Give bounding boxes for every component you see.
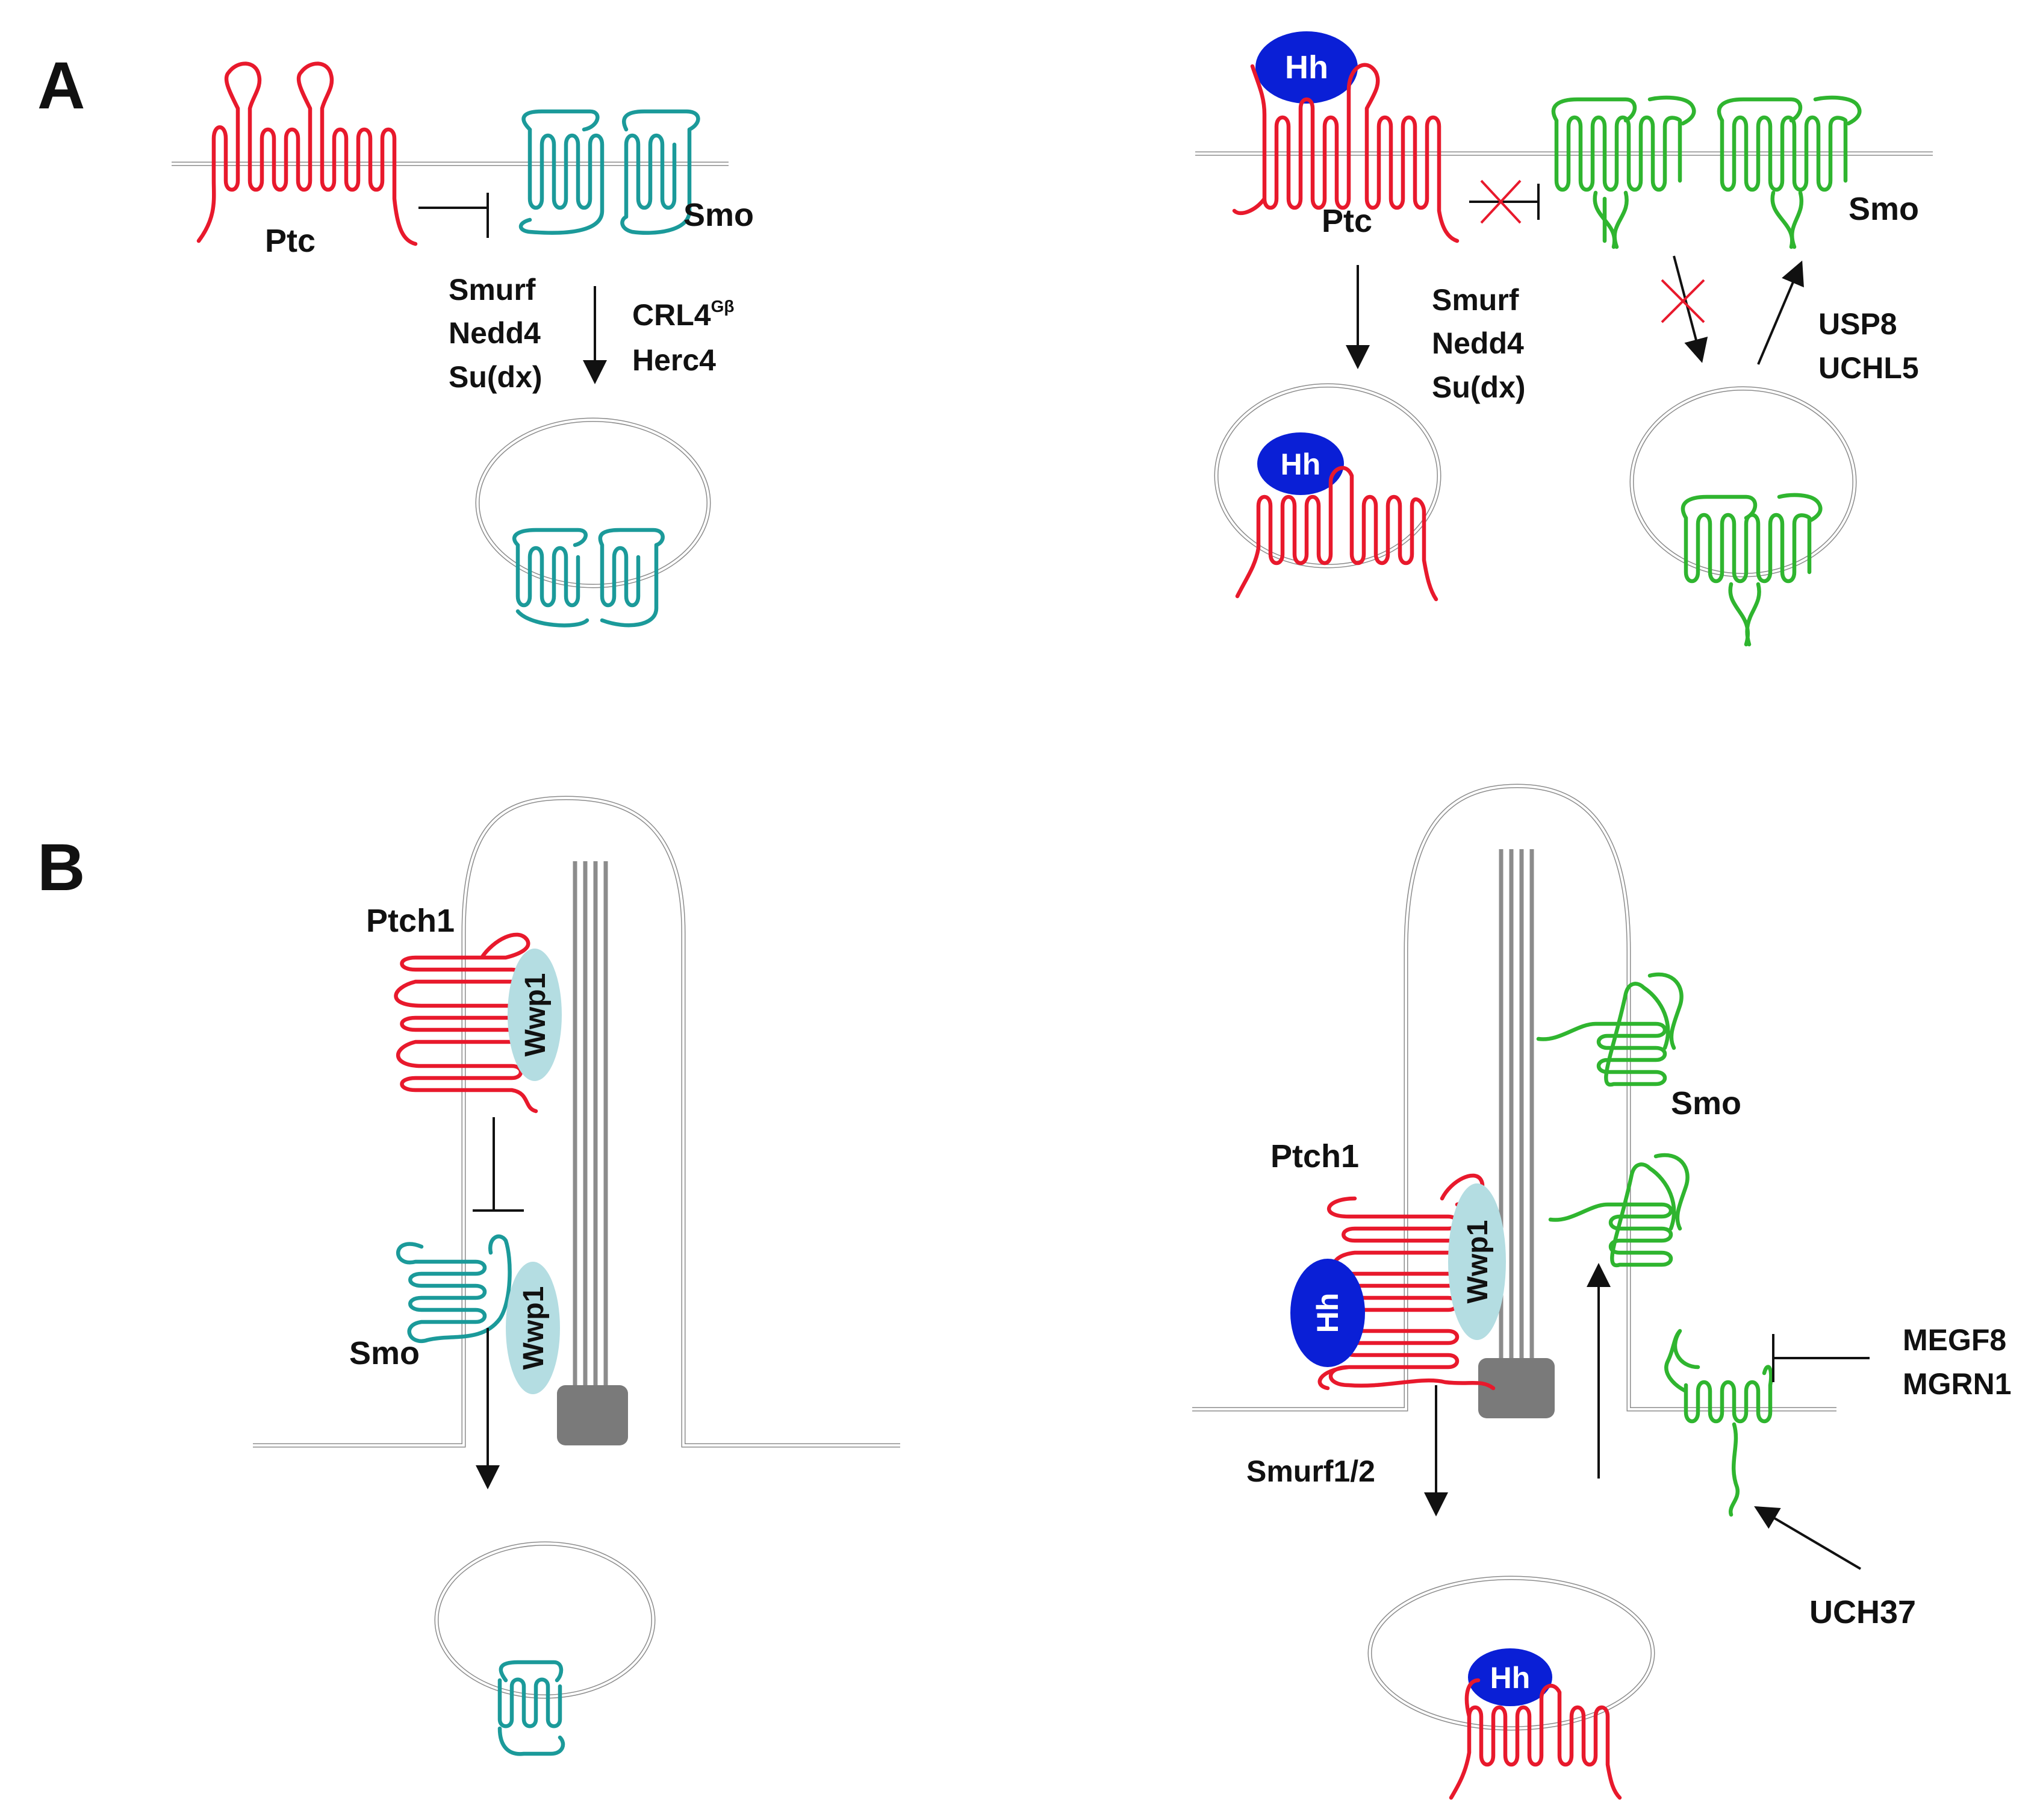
primary-cilium-left — [253, 796, 900, 1448]
endocytic-vesicle — [434, 1541, 656, 1699]
ptch1-label: Ptch1 — [366, 903, 455, 939]
endocytic-vesicle — [1367, 1575, 1655, 1731]
panel-b-letter: B — [37, 831, 85, 905]
hh-label: Hh — [1311, 1293, 1345, 1333]
ptc-label: Ptc — [265, 223, 316, 259]
smo-active-protein — [1717, 95, 1862, 249]
wwp1-label: Wwp1 — [520, 973, 552, 1057]
ptc-protein — [1232, 63, 1460, 243]
hh-label: Hh — [1285, 49, 1328, 86]
smo-active-protein — [1664, 1329, 1773, 1517]
endocytic-vesicle — [475, 417, 711, 588]
endocytic-vesicle — [1629, 386, 1857, 578]
inhibition-arrow — [473, 1117, 524, 1212]
smo-active-protein — [1536, 972, 1684, 1087]
wwp1-label: Wwp1 — [1462, 1220, 1494, 1304]
wwp1-label: Wwp1 — [518, 1286, 550, 1370]
e3-ligase-herc4: Herc4 — [632, 343, 716, 377]
hh-ligand — [1255, 31, 1358, 104]
uch37-arrow — [1754, 1506, 1862, 1570]
wwp1-ligase — [1448, 1183, 1506, 1340]
basal-body — [557, 1385, 628, 1445]
inhibitor-mgrn1: MGRN1 — [1903, 1367, 2012, 1401]
hh-label: Hh — [1490, 1661, 1531, 1695]
inhibitor-megf8: MEGF8 — [1903, 1323, 2006, 1357]
blocked-smo-endocytosis — [1661, 255, 1708, 363]
dub-usp8: USP8 — [1818, 307, 1897, 341]
hh-ligand — [1468, 1648, 1552, 1706]
endocytic-vesicle — [1214, 383, 1441, 569]
dub-uchl5: UCHL5 — [1818, 351, 1919, 385]
wwp1-ligase — [508, 949, 562, 1081]
e3-ligase-sudx: Su(dx) — [1432, 370, 1526, 404]
inhibition-arrow — [1772, 1334, 1870, 1382]
e3-ligase-crl4: CRL4Gβ — [632, 297, 734, 332]
ptc-label: Ptc — [1322, 203, 1372, 239]
smo-label: Smo — [683, 197, 754, 233]
wwp1-ligase — [506, 1262, 560, 1394]
ptch1-internalized — [1449, 1678, 1622, 1800]
smo-internalized — [497, 1660, 565, 1756]
e3-ligase-nedd4: Nedd4 — [1432, 326, 1524, 360]
smurf-label: Smurf1/2 — [1246, 1454, 1375, 1488]
smo-active-protein — [1551, 95, 1696, 249]
e3-ligase-smurf: Smurf — [449, 273, 536, 307]
smo-label: Smo — [349, 1335, 420, 1371]
blocked-inhibition — [1469, 179, 1540, 224]
smo-active-protein — [1548, 1153, 1690, 1268]
basal-body — [1478, 1358, 1555, 1418]
ptch1-label: Ptch1 — [1270, 1138, 1359, 1174]
hh-ligand — [1257, 432, 1344, 495]
uch37-label: UCH37 — [1809, 1594, 1916, 1630]
e3-ligase-nedd4: Nedd4 — [449, 316, 541, 350]
smo-protein — [396, 1234, 512, 1343]
inhibition-arrow — [418, 193, 489, 238]
hh-label: Hh — [1281, 447, 1321, 481]
ptc-protein — [196, 61, 418, 246]
ptc-internalized — [1235, 466, 1438, 602]
smo-label: Smo — [1671, 1085, 1741, 1121]
smo-protein — [518, 109, 700, 235]
e3-ligase-smurf: Smurf — [1432, 283, 1519, 317]
smo-recycling-arrow — [1757, 260, 1804, 365]
smo-internalized — [1681, 493, 1823, 647]
panel-a-letter: A — [37, 49, 85, 123]
smo-internalized — [512, 528, 665, 628]
smo-label: Smo — [1849, 191, 1919, 227]
primary-cilium-right — [1192, 784, 1836, 1418]
e3-ligase-sudx: Su(dx) — [449, 360, 543, 394]
hh-ligand — [1290, 1259, 1365, 1367]
